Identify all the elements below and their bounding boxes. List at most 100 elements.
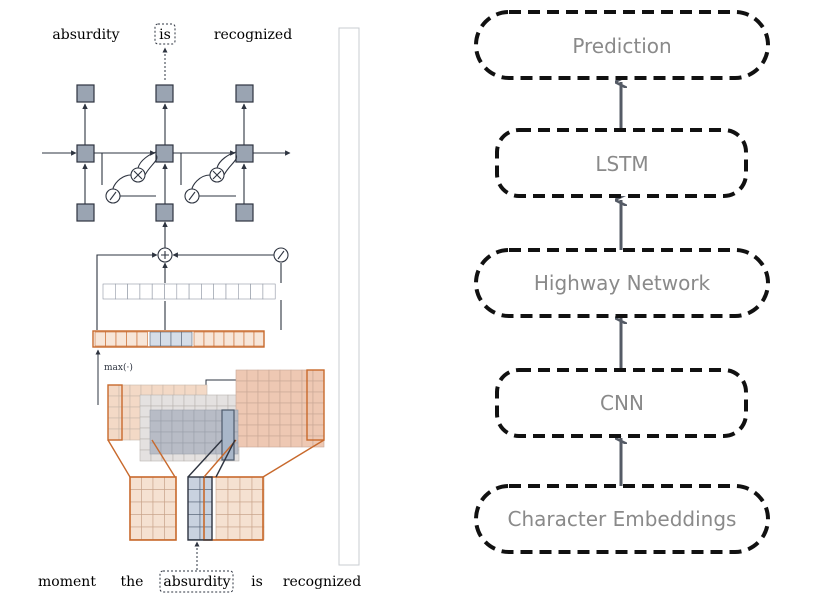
- embedding-cell: [129, 526, 142, 540]
- feature-map-cell: [279, 413, 292, 426]
- embedding-cell: [227, 476, 241, 490]
- feature-map-cell: [268, 402, 281, 415]
- embedding-cell: [141, 476, 154, 490]
- convolution-feature-maps: [107, 369, 325, 462]
- feature-map-cell: [149, 420, 162, 433]
- pooled-cell: [94, 331, 106, 347]
- feature-map-cell: [246, 369, 259, 382]
- bottom-word-5: recognized: [283, 574, 361, 590]
- pooled-cell: [223, 331, 235, 347]
- pooled-cell: [149, 331, 161, 347]
- feature-map-cell: [290, 435, 303, 448]
- lstm-input-nodes: [76, 203, 254, 222]
- feature-map-cell: [246, 435, 259, 448]
- feature-map-cell: [161, 394, 174, 407]
- embedding-cell: [199, 514, 213, 528]
- pooled-cell: [126, 331, 138, 347]
- feature-map-cell: [268, 380, 281, 393]
- embedding-cell: [239, 526, 253, 540]
- char-lstm-diagram: absurdity is recognized: [38, 23, 361, 593]
- top-word-3: recognized: [214, 27, 292, 43]
- feature-map-cell: [205, 394, 218, 407]
- highway-cell: [176, 283, 190, 300]
- embedding-cell: [227, 526, 241, 540]
- embedding-cell: [227, 501, 241, 515]
- top-word-highlight: [154, 23, 176, 45]
- embedding-cell: [199, 526, 213, 540]
- feature-map-cell: [182, 409, 195, 422]
- feature-map-cell: [246, 413, 259, 426]
- feature-map-cell: [193, 409, 206, 422]
- feature-map-cell: [279, 369, 292, 382]
- feature-map-cell: [173, 384, 186, 397]
- feature-map-cell: [107, 406, 120, 419]
- pooled-cell: [213, 331, 225, 347]
- embedding-cell: [141, 489, 154, 503]
- feature-map-cell: [235, 391, 248, 404]
- embedding-cell: [227, 514, 241, 528]
- highway-cell: [115, 283, 128, 300]
- embedding-cell: [141, 501, 154, 515]
- highway-cell: [250, 283, 264, 300]
- embedding-cell: [199, 501, 213, 515]
- feature-map-cell: [183, 394, 196, 407]
- flow-node-embeddings: Character Embeddings: [474, 484, 770, 554]
- highway-cell: [139, 283, 153, 300]
- bottom-word-1: moment: [38, 574, 96, 590]
- lstm-hidden-node: [155, 144, 174, 163]
- embedding-cell: [187, 514, 201, 528]
- embedding-cell: [164, 476, 177, 490]
- feature-map-cell: [312, 424, 325, 437]
- feature-map-cell: [107, 384, 120, 397]
- pooled-cell: [105, 331, 117, 347]
- embedding-cell: [187, 526, 201, 540]
- feature-map-cell: [139, 449, 152, 462]
- feature-map-cell: [107, 395, 120, 408]
- embedding-cell: [152, 514, 165, 528]
- feature-map-cell: [290, 391, 303, 404]
- embedding-cell: [215, 501, 229, 515]
- top-word-1: absurdity: [52, 27, 119, 43]
- feature-map-cell: [279, 380, 292, 393]
- embedding-cell: [187, 476, 201, 490]
- bottom-word-3: absurdity: [163, 574, 230, 590]
- feature-map-cell: [204, 420, 217, 433]
- feature-map-cell: [149, 409, 162, 422]
- pooled-feature-vector: [92, 330, 265, 348]
- model-pipeline-flowchart: Prediction LSTM Highway Network CNN Char…: [474, 10, 770, 554]
- feature-map-cell: [171, 431, 184, 444]
- feature-map-cell: [279, 402, 292, 415]
- feature-map-cell: [312, 402, 325, 415]
- lstm-hidden-nodes: [76, 144, 254, 163]
- feature-map-cell: [182, 431, 195, 444]
- pooled-cell: [115, 331, 127, 347]
- feature-map-cell: [257, 424, 270, 437]
- flow-node-cnn-label: CNN: [600, 391, 644, 415]
- feature-map-cell: [118, 406, 131, 419]
- feature-map-cell: [290, 413, 303, 426]
- flow-node-lstm-label: LSTM: [595, 152, 648, 176]
- highway-cell: [188, 283, 202, 300]
- highway-cell: [225, 283, 239, 300]
- lstm-gates: [101, 151, 238, 204]
- feature-map-cell: [139, 394, 152, 407]
- feature-map-cell: [129, 406, 142, 419]
- character-embedding-matrix: [129, 476, 265, 541]
- feature-map-cell: [193, 431, 206, 444]
- feature-map-cell: [268, 391, 281, 404]
- feature-map-cell: [312, 413, 325, 426]
- lstm-output-nodes: [76, 84, 254, 103]
- feature-map-cell: [246, 391, 259, 404]
- feature-map-cell: [204, 409, 217, 422]
- pooled-cell: [136, 331, 148, 347]
- feature-map-frame: [306, 369, 325, 441]
- embedding-frame: [203, 476, 264, 541]
- flow-node-prediction: Prediction: [474, 10, 770, 80]
- feature-map-cell: [279, 424, 292, 437]
- feature-map-cell: [312, 435, 325, 448]
- embedding-cell: [164, 501, 177, 515]
- embedding-cell: [129, 514, 142, 528]
- embedding-cell: [152, 501, 165, 515]
- embedding-cell: [141, 526, 154, 540]
